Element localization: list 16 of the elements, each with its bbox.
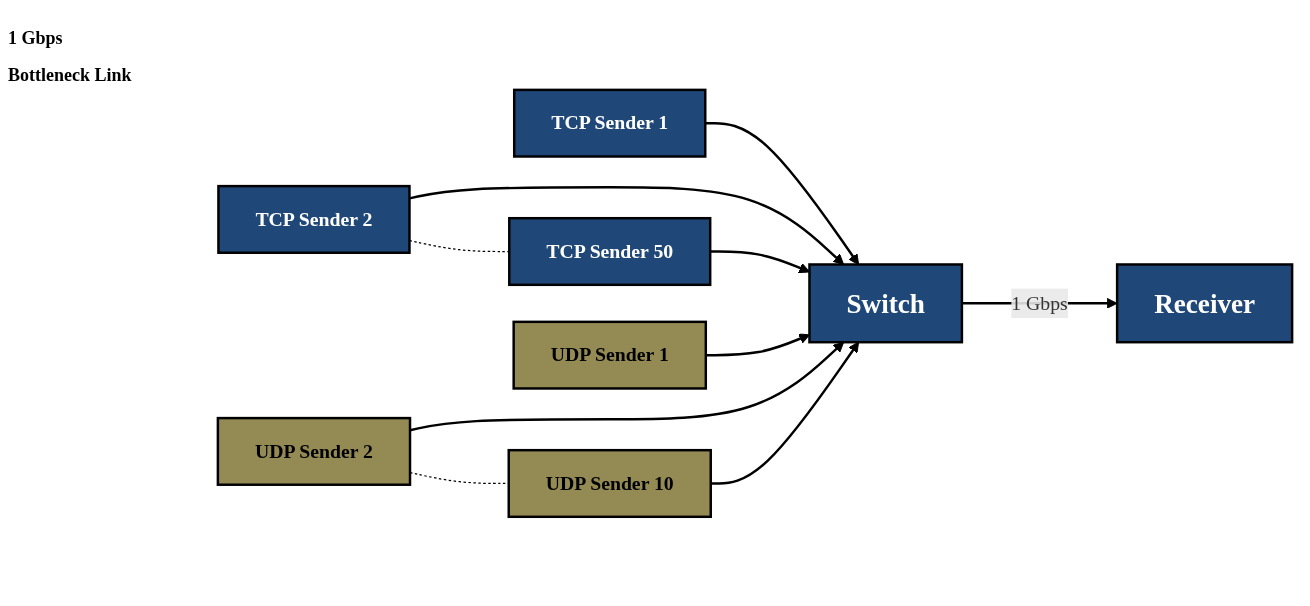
node-box: Receiver	[1115, 262, 1294, 344]
note-label: 1 Gbps	[8, 28, 64, 49]
node-box: UDP Sender 1	[512, 320, 708, 390]
node-box: TCP Sender 1	[513, 88, 707, 158]
node-box: UDP Sender 10	[507, 448, 712, 518]
node-box: TCP Sender 50	[508, 216, 712, 286]
node-box: TCP Sender 2	[217, 184, 411, 254]
edge-label: 1 Gbps	[1011, 291, 1068, 313]
arrow	[705, 121, 860, 265]
node-box: Switch	[808, 262, 964, 344]
arrow	[409, 185, 845, 265]
node-box: UDP Sender 2	[216, 416, 412, 486]
arrow	[705, 333, 810, 357]
arrow	[710, 249, 810, 273]
note-label: Bottleneck Link	[8, 65, 133, 86]
arrow	[710, 341, 860, 485]
